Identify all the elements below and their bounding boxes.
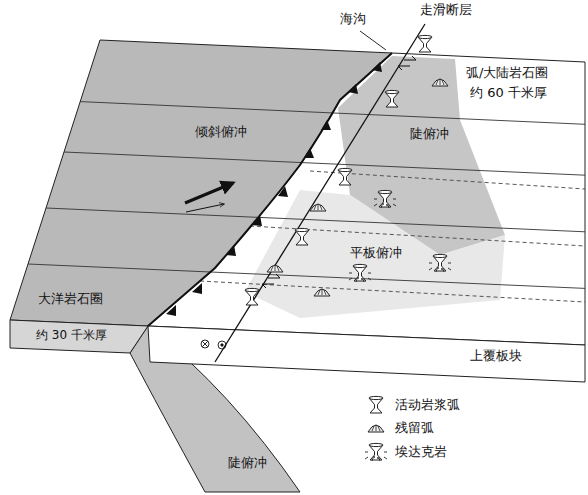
legend-label: 活动岩浆弧: [395, 398, 460, 413]
slice-line: [28, 264, 585, 288]
active-arc-symbol: [385, 90, 399, 107]
active-arc-symbol: [295, 228, 309, 245]
remnant-arc-symbol: [314, 289, 330, 296]
trench-tooth: [372, 62, 382, 72]
slab-contour: [250, 226, 585, 246]
active-arc-symbol: [245, 288, 259, 305]
adakite-symbol: [349, 264, 371, 282]
legend-symbol: [365, 443, 387, 461]
region-label: 海沟: [340, 12, 366, 27]
trench-tooth: [278, 186, 288, 197]
region-label: 陡俯冲: [228, 456, 267, 471]
trench-tooth: [192, 283, 202, 294]
strike-slip-fault: [215, 24, 425, 362]
trench-tooth: [348, 84, 358, 94]
legend-symbol: [369, 396, 383, 413]
fault-arrows: [262, 274, 280, 288]
adakite-symbol: [374, 190, 396, 208]
trench-line: [148, 53, 392, 326]
region-label: 弧/大陆岩石圈: [466, 66, 548, 81]
slice-lines: [28, 102, 585, 289]
trench-teeth: [166, 62, 382, 316]
trench-tooth: [166, 305, 176, 316]
region-label: 走滑断层: [420, 3, 472, 18]
flat-slab-region: [245, 190, 505, 318]
oceanic-plate-face: [10, 320, 148, 353]
region-label: 约 60 千米厚: [470, 86, 547, 101]
remnant-arc-symbol: [310, 204, 326, 211]
legend-symbol: [368, 425, 384, 432]
upper-plate-face: [148, 326, 585, 382]
region-label: 陡俯冲: [410, 127, 449, 142]
trench-tooth: [252, 215, 262, 226]
leader-line: [360, 31, 386, 50]
region-label: 平板俯冲: [350, 246, 402, 261]
active-arc-symbol: [338, 168, 352, 185]
motion-arrow: [186, 204, 224, 212]
slab-contour: [310, 171, 585, 189]
legend-label: 残留弧: [395, 421, 434, 436]
adakite-symbol: [429, 254, 451, 272]
out-of-page-symbol: [221, 344, 223, 346]
region-label: 倾斜俯冲: [195, 125, 247, 140]
region-label: 上覆板块: [470, 349, 522, 364]
remnant-arc-symbol: [267, 265, 283, 272]
region-label: 约 30 千米厚: [36, 329, 107, 343]
trench-tooth: [321, 120, 331, 130]
trench-tooth: [304, 148, 314, 158]
slice-line: [46, 208, 585, 232]
motion-symbols: [201, 340, 226, 349]
oceanic-plate-top: [10, 40, 392, 326]
motion-arrow: [185, 183, 233, 203]
into-page-symbol: [202, 341, 208, 347]
fault-arrows: [398, 56, 416, 70]
out-of-page-symbol: [218, 341, 226, 349]
active-arc-symbol: [418, 35, 432, 52]
legend-label: 埃达克岩: [395, 445, 447, 460]
remnant-arc-symbol: [432, 79, 448, 86]
trench-tooth: [226, 245, 236, 256]
slab-contours: [200, 171, 585, 302]
into-page-symbol: [201, 340, 209, 348]
region-label: 大洋岩石圈: [38, 292, 103, 307]
